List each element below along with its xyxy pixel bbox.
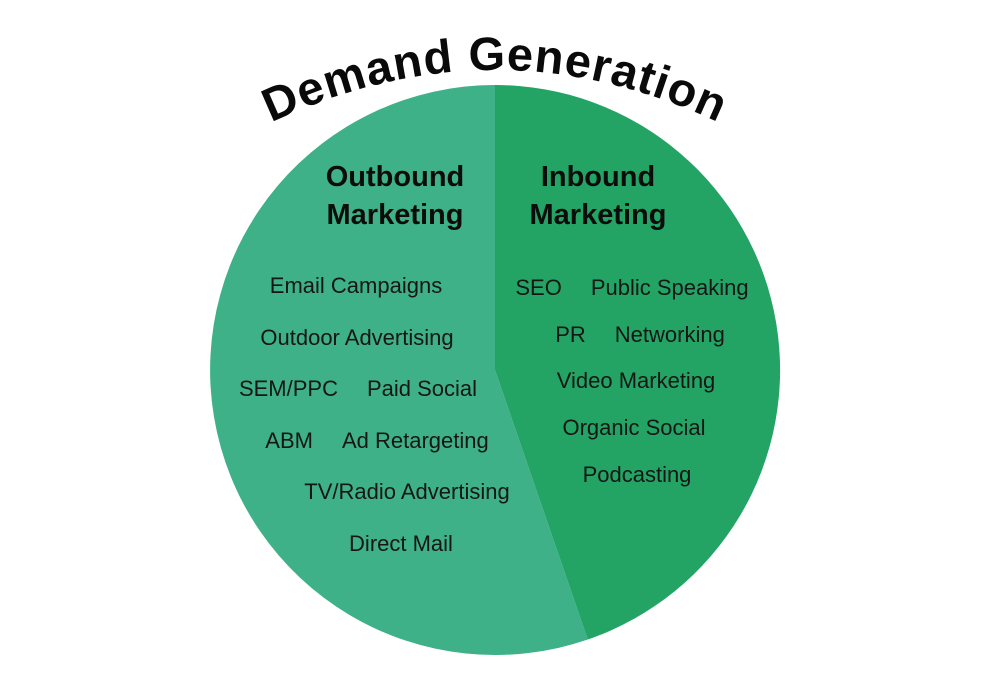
outbound-heading-line1: Outbound <box>325 161 465 193</box>
list-item: Outdoor Advertising <box>260 325 454 350</box>
list-item: SEO <box>515 275 562 300</box>
outbound-row: TV/Radio Advertising <box>304 479 509 505</box>
outbound-slice <box>210 85 588 656</box>
inbound-heading-line2: Marketing <box>529 199 667 232</box>
outbound-row: ABM Ad Retargeting <box>265 428 488 454</box>
list-item: Paid Social <box>366 376 478 401</box>
list-item: Email Campaigns <box>269 273 443 298</box>
list-item: Networking <box>614 322 725 347</box>
outbound-heading-line2: Marketing <box>326 199 464 232</box>
inbound-slice <box>495 84 781 640</box>
inbound-row: Video Marketing <box>557 368 716 394</box>
outbound-row: Outdoor Advertising <box>260 325 453 351</box>
list-item: PR <box>555 322 586 347</box>
list-item: Organic Social <box>562 415 706 440</box>
list-item: Video Marketing <box>556 368 716 393</box>
inbound-row: Podcasting <box>583 462 692 488</box>
list-item: Public Speaking <box>590 275 749 300</box>
outbound-row: SEM/PPC Paid Social <box>239 376 477 402</box>
inbound-row: SEO Public Speaking <box>515 275 748 301</box>
list-item: Direct Mail <box>349 531 453 556</box>
inbound-row: Organic Social <box>562 415 705 441</box>
outbound-heading: Outbound Marketing <box>326 158 465 235</box>
list-item: TV/Radio Advertising <box>304 479 510 504</box>
list-item: ABM <box>265 428 313 453</box>
inbound-row: PR Networking <box>555 322 725 348</box>
inbound-heading: Inbound Marketing <box>530 158 667 235</box>
outbound-row: Email Campaigns <box>270 273 442 299</box>
list-item: Ad Retargeting <box>341 428 489 453</box>
outbound-row: Direct Mail <box>349 531 453 557</box>
inbound-heading-line1: Inbound <box>540 161 656 193</box>
list-item: SEM/PPC <box>238 376 338 401</box>
list-item: Podcasting <box>582 462 692 487</box>
